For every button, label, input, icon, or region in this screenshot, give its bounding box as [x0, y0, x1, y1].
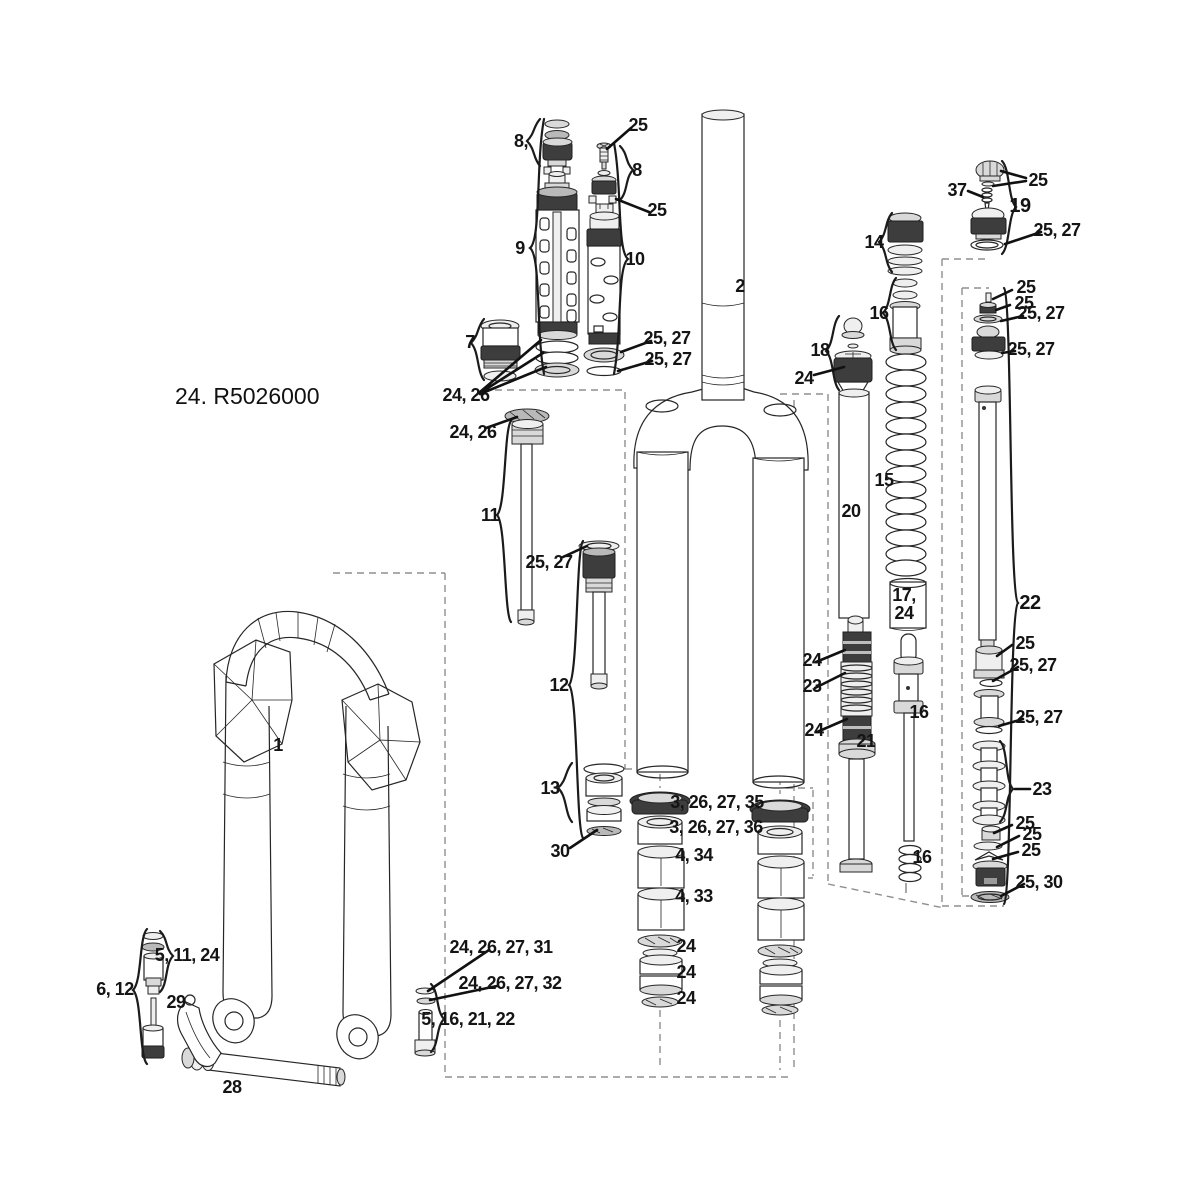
- negative-spring-16-drawing: [893, 633, 924, 893]
- air-shaft-11-drawing: [504, 408, 550, 626]
- rebound-rod-21-drawing: [838, 615, 876, 873]
- preload-stack-14-drawing: [887, 212, 924, 276]
- left-seal-stack-drawing: [629, 791, 691, 1008]
- qr-lever-drawing: [176, 994, 222, 1068]
- spool-stack-23-right-drawing: [972, 740, 1006, 826]
- crown-steerer-drawing: [633, 109, 809, 789]
- upper-tube-20-drawing: [838, 388, 870, 619]
- damper-10-drawing: [583, 142, 625, 377]
- shaft-hardware-13-drawing: [583, 763, 625, 822]
- bottom-bolt-kit-drawing: [141, 932, 165, 1059]
- right-seal-stack-drawing: [749, 799, 811, 1016]
- fender-bolt-washers-drawing: [414, 987, 436, 1057]
- fork-lowers-drawing: [212, 610, 421, 1060]
- air-piston-shaft-drawing: [973, 385, 1005, 735]
- spring-guide-16-drawing: [889, 278, 922, 355]
- grouping-braces: [131, 117, 1020, 1066]
- foot-hardware-right-drawing: [970, 825, 1010, 903]
- part-number-text: 24. R5026000: [175, 383, 320, 409]
- top-cap-18-drawing: [833, 317, 873, 393]
- damper-shaft-12-drawing: [578, 540, 620, 690]
- spring-spacer-17-drawing: [889, 577, 927, 631]
- damper-9-drawing: [534, 119, 580, 378]
- leader-lines: [426, 126, 1043, 1002]
- air-valve-parts-drawing: [971, 292, 1006, 360]
- washer-30-drawing: [586, 826, 622, 836]
- top-cap-19-drawing: [970, 160, 1007, 251]
- coil-spring-15-drawing: [885, 353, 927, 577]
